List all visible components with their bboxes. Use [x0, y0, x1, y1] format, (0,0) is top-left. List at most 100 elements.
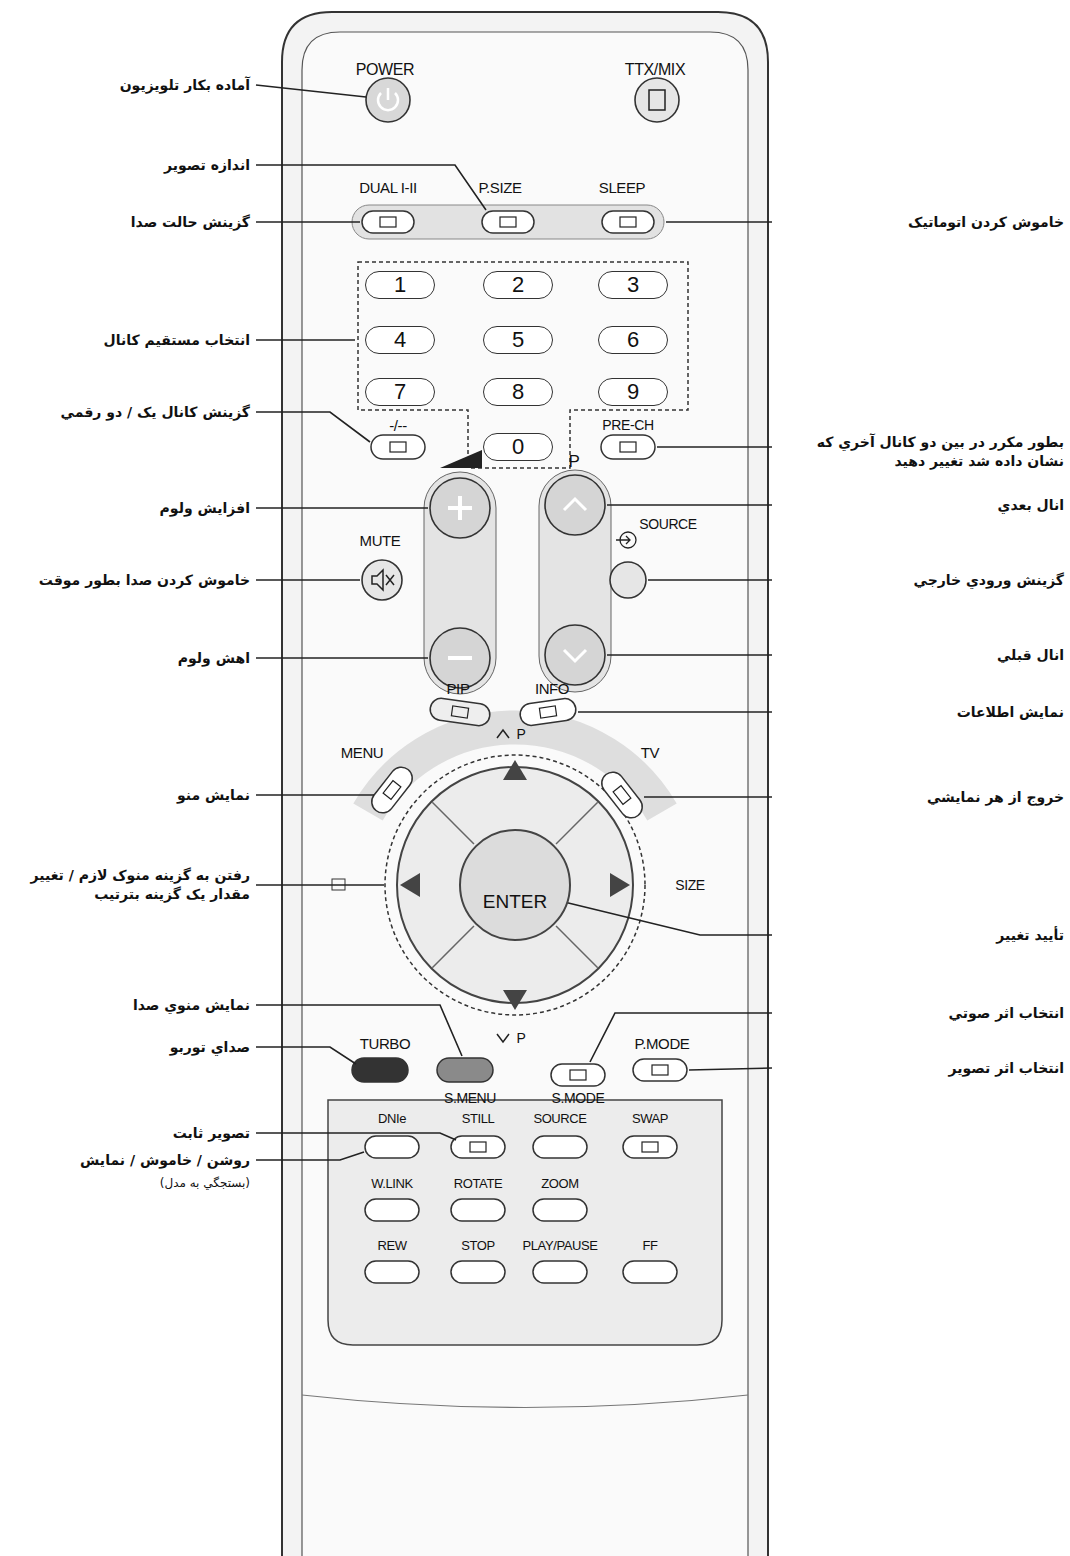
button-text: 0: [512, 434, 524, 460]
callout-label: افزايش ولوم: [5, 499, 250, 518]
button-label: TURBO: [360, 1035, 411, 1052]
callout-label: رفتن به گزينه منوک لازم / تغيير مقدار يک…: [5, 866, 250, 904]
arrow-symbol: [503, 990, 527, 1010]
dual-button: [362, 211, 414, 233]
button-label: FF: [642, 1238, 657, 1253]
ttx-button: [635, 78, 679, 122]
button-body: [602, 211, 654, 233]
dpad-divider: [556, 926, 598, 968]
callout-label: خاموش كردن اتوماتيک: [778, 213, 1064, 232]
caret-down: [497, 1034, 509, 1042]
channel-up-button: [545, 475, 605, 535]
button-label: MENU: [341, 744, 384, 761]
button-icon: [539, 706, 556, 718]
digit-button: 2: [483, 271, 553, 299]
callout-label: نمايش اطلاعات: [778, 703, 1064, 722]
callout-label: گزينش ورودي خارجي: [778, 571, 1064, 590]
button-body: [533, 1261, 587, 1283]
leader-line: [689, 1068, 772, 1070]
leader-line: [256, 1133, 456, 1140]
button-text: 8: [512, 379, 524, 405]
leader-line: [256, 221, 360, 223]
source-symbol: [616, 532, 636, 548]
digit-group-outline: [358, 262, 688, 468]
button-label: PLAY/PAUSE: [523, 1238, 598, 1253]
chevron-down: [564, 650, 586, 661]
callout-label: آماده بكار تلويزيون: [5, 76, 250, 95]
button-icon: [380, 217, 396, 227]
button-label: S.MODE: [552, 1090, 605, 1106]
button-label: ROTATE: [454, 1176, 502, 1191]
leader-lines: [256, 85, 772, 1160]
button-label: W.LINK: [371, 1176, 413, 1191]
sleep-button: [602, 211, 654, 233]
button-icon: [390, 442, 406, 452]
rotate-button: [451, 1199, 505, 1221]
still-button: [451, 1136, 505, 1158]
callout-label: خاموش كردن صدا بطور موقت: [5, 571, 250, 590]
dpad-divider: [432, 926, 474, 968]
button-label: POWER: [356, 61, 414, 79]
callout-label: انتخاب اثر صوتي: [778, 1004, 1064, 1023]
arrow-symbol: [503, 760, 527, 780]
button-body: [365, 1199, 419, 1221]
button-text: 9: [627, 379, 639, 405]
button-label: DUAL I-II: [359, 179, 417, 196]
button-label: INFO: [535, 680, 569, 697]
button-label: P.SIZE: [478, 179, 521, 196]
callout-label: گزينش كانال يک / دو رقمي: [5, 403, 250, 422]
zoom-button: [533, 1199, 587, 1221]
button-body: [451, 1136, 505, 1158]
digit-button: 9: [598, 378, 668, 406]
smenu-button: [437, 1058, 493, 1082]
leader-line: [590, 1013, 772, 1062]
button-label: SLEEP: [599, 179, 645, 196]
button-body: [362, 211, 414, 233]
ff-button: [623, 1261, 677, 1283]
button-body: [451, 1261, 505, 1283]
front-panel: [302, 32, 748, 1556]
leader-line: [644, 796, 772, 798]
button-icon: [451, 706, 468, 718]
button-text: 6: [627, 327, 639, 353]
prech-button: [601, 435, 655, 459]
leader-line: [657, 446, 772, 448]
button-body: [429, 697, 491, 727]
callout-label: روشن / خاموش / نمايش: [5, 1151, 250, 1170]
callout-label: (بستجگي به مدل): [5, 1175, 250, 1191]
callout-label: بطور مكرر در بين دو كانال آخري كه نشان د…: [778, 433, 1064, 471]
leader-line: [607, 654, 772, 656]
callout-label: اندازه تصوير: [5, 156, 250, 175]
button-body: [451, 1199, 505, 1221]
button-icon: [620, 442, 636, 452]
pmode-button: [633, 1059, 687, 1081]
leader-line: [256, 412, 370, 442]
button-body: [623, 1261, 677, 1283]
channel-down-button: [545, 625, 605, 685]
callout-label: انال قبلي: [778, 646, 1064, 665]
callout-label: اهش ولوم: [5, 649, 250, 668]
volume-rocker: [424, 472, 496, 694]
dnie-button: [365, 1136, 419, 1158]
button-body: [367, 763, 416, 818]
button-label: PRE-CH: [602, 417, 653, 433]
power-button: [366, 78, 410, 122]
leader-line: [256, 339, 355, 341]
button-label: SOURCE: [639, 516, 697, 532]
leader-line: [256, 1005, 462, 1056]
button-icon: [500, 217, 516, 227]
button-label: MUTE: [360, 532, 401, 549]
button-label: P: [569, 452, 580, 472]
button-body: [601, 435, 655, 459]
dpad-divider: [556, 802, 598, 844]
digit-button: 6: [598, 326, 668, 354]
arrow-symbol: [400, 873, 420, 897]
channel-rocker: [539, 470, 611, 692]
button-label: P.MODE: [635, 1035, 690, 1052]
caret-up: [497, 730, 509, 738]
leader-line: [256, 1047, 356, 1064]
callout-label: خروج از هر نمايشي: [778, 788, 1064, 807]
button-body: [633, 1059, 687, 1081]
menu-button: [367, 763, 416, 818]
button-text: 3: [627, 272, 639, 298]
